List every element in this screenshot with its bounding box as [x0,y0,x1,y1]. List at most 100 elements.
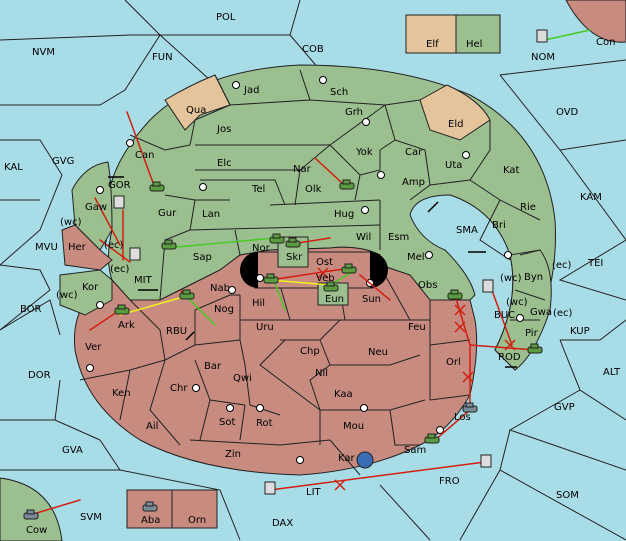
sea-label-fro: FRO [439,476,460,487]
region-elf[interactable] [405,14,457,54]
land-label-veb: Veb [316,273,335,284]
sea-label-ovd: OVD [556,107,579,118]
land-label-elc: Elc [217,158,232,169]
land-label-qwi: Qwi [233,373,252,384]
land-label-qua: Qua [186,105,206,116]
sea-label-gvg: GVG [52,156,74,167]
land-label-mou: Mou [343,421,364,432]
north-borders [129,69,546,321]
land-label-hel: Hel [466,39,482,50]
region-orn[interactable] [171,489,218,529]
land-label-ec: (ec) [104,240,124,251]
sea-label-bor: BOR [20,304,42,315]
land-label-zin: Zin [225,449,241,460]
convoy-arrows [108,176,517,368]
land-label-sch: Sch [330,87,348,98]
land-label-skr: Skr [286,252,303,263]
sea-label-alt: ALT [603,367,621,378]
land-label-amp: Amp [402,177,425,188]
land-label-kaa: Kaa [334,389,353,400]
land-label-chr: Chr [170,383,188,394]
land-label-elf: Elf [426,39,439,50]
land-label-uru: Uru [256,322,274,333]
land-label-gur: Gur [158,208,177,219]
land-label-orn: Orn [188,515,206,526]
land-label-eld: Eld [448,119,463,130]
land-label-neu: Neu [368,347,388,358]
land-label-ost: Ost [316,257,333,268]
sea-label-kup: KUP [570,326,590,337]
land-label-jos: Jos [216,124,231,135]
land-label-bar: Bar [204,361,222,372]
land-label-sap: Sap [193,252,212,263]
sea-label-tei: TEI [587,258,603,269]
land-label-obs: Obs [418,280,437,291]
sea-label-mit: MIT [134,275,153,286]
land-label-esm: Esm [388,232,409,243]
region-her[interactable] [61,224,113,271]
land-label-aba: Aba [141,515,160,526]
supply-centers [86,76,524,464]
sea-label-cob: COB [302,44,324,55]
sea-label-pol: POL [216,12,236,23]
region-eld[interactable] [419,84,491,141]
land-label-nor: Nor [252,243,271,254]
land-label-kor: Kor [82,282,99,293]
region-qua[interactable] [164,74,231,131]
land-label-wc: (wc) [60,217,82,228]
land-label-kat: Kat [503,165,520,176]
land-label-wc: (wc) [506,297,528,308]
land-label-chp: Chp [300,346,320,357]
sea-label-svm: SVM [80,512,102,523]
land-label-wc: (wc) [500,273,522,284]
land-label-yok: Yok [355,147,373,158]
land-label-nab: Nab [210,283,230,294]
land-label-her: Her [68,242,87,253]
land-label-sun: Sun [362,294,381,305]
land-label-bri: Bri [492,220,506,231]
land-label-orl: Orl [446,357,461,368]
land-label-pir: Pir [525,328,539,339]
land-label-car: Car [405,147,423,158]
sea-label-gor: GOR [108,180,131,191]
sea-label-nom: NOM [531,52,555,63]
land-label-sam: Sam [404,445,426,456]
land-label-wc: (wc) [56,290,78,301]
land-label-olk: Olk [305,184,322,195]
sea-label-lit: LIT [306,487,322,498]
land-label-rie: Rie [520,202,536,213]
land-label-uta: Uta [445,160,462,171]
sea-label-mvu: MVU [35,242,58,253]
land-label-los: Los [454,412,471,423]
land-label-lan: Lan [202,209,220,220]
sea-label-kam: KAM [580,192,602,203]
sea-label-gvp: GVP [554,402,575,413]
land-label-byn: Byn [524,272,543,283]
land-label-rod: ROD [498,352,521,363]
land-label-kar: Kar [338,453,356,464]
land-label-ail: Ail [146,421,158,432]
land-label-gwa: Gwa [530,307,552,318]
region-south-continent[interactable] [73,246,478,476]
land-label-con: Con [596,37,615,48]
sea-label-som: SOM [556,490,579,501]
land-label-sot: Sot [219,417,235,428]
land-label-buc: BUC [494,310,515,321]
land-label-nil: Nil [315,368,328,379]
land-label-cow: Cow [26,525,47,536]
land-label-ark: Ark [118,320,135,331]
land-label-jad: Jad [243,85,259,96]
region-hel[interactable] [455,14,501,54]
land-label-ec: (ec) [110,264,130,275]
land-label-ver: Ver [85,342,102,353]
land-label-ken: Ken [112,388,131,399]
sea-label-sma: SMA [456,225,478,236]
sea-label-kal: KAL [4,162,23,173]
land-label-gaw: Gaw [85,202,107,213]
sea-label-nvm: NVM [32,47,55,58]
land-label-nog: Nog [214,304,234,315]
land-label-ec: (ec) [553,308,573,319]
sea-label-dax: DAX [272,518,293,529]
